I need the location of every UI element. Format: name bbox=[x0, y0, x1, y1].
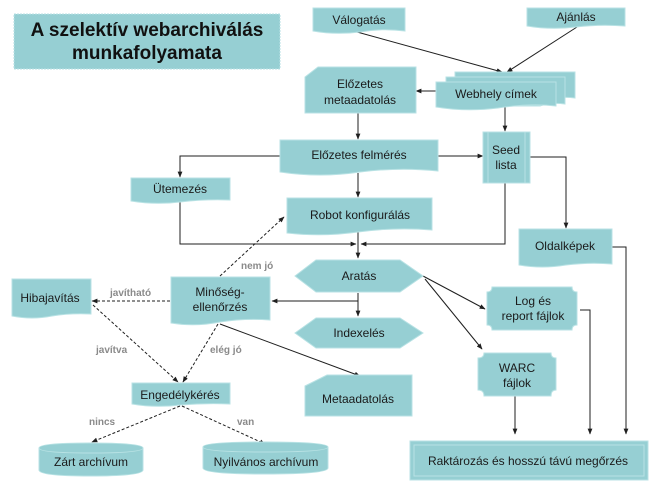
node-warc-label-1: WARC bbox=[499, 361, 536, 375]
node-ajanlas-label: Ajánlás bbox=[556, 10, 595, 24]
edge-minoseg-engedely-eleg-jo bbox=[182, 323, 219, 383]
node-zart-archivum-label: Zárt archívum bbox=[54, 455, 128, 469]
edge-log-raktarozas bbox=[580, 309, 593, 435]
title-box: A szelektív webarchiválás munkafolyamata bbox=[13, 13, 281, 70]
node-warc[interactable]: WARC fájlok bbox=[477, 352, 557, 397]
node-seed-lista-label-1: Seed bbox=[492, 143, 520, 157]
edge-aratas-minoseg bbox=[271, 293, 359, 304]
node-aratas[interactable]: Aratás bbox=[294, 259, 424, 293]
node-elozetes-metaadatolas[interactable]: Előzetes metaadatolás bbox=[304, 66, 417, 114]
edge-minoseg-robot-nem-jo bbox=[219, 216, 285, 277]
edge-aratas-warc bbox=[424, 278, 483, 350]
edge-engedely-nyilvanos bbox=[181, 405, 266, 445]
title-line-1: A szelektív webarchiválás bbox=[31, 20, 264, 41]
node-indexeles-label: Indexelés bbox=[333, 326, 384, 340]
node-log-label-1: Log és bbox=[515, 294, 551, 308]
node-elozetes-felmeres[interactable]: Előzetes felmérés bbox=[279, 139, 439, 176]
node-engedelykeres-label: Engedélykérés bbox=[140, 388, 219, 402]
node-robot-konfiguralas-label: Robot konfigurálás bbox=[310, 208, 410, 222]
node-metaadatolas-label: Metaadatolás bbox=[322, 392, 394, 406]
node-valogatas[interactable]: Válogatás bbox=[312, 7, 406, 34]
node-robot-konfiguralas[interactable]: Robot konfigurálás bbox=[286, 197, 433, 236]
node-utemezes[interactable]: Ütemezés bbox=[130, 177, 231, 204]
edge-utemezes-aratas bbox=[179, 202, 357, 247]
node-nyilvanos-archivum-label: Nyilvános archívum bbox=[214, 455, 319, 469]
edge-aratas-log bbox=[422, 275, 486, 310]
edge-hibajavitas-engedely bbox=[92, 304, 179, 383]
edge-label-nem-jo: nem jó bbox=[241, 261, 273, 272]
node-oldalkepek-label: Oldalképek bbox=[535, 239, 596, 253]
edge-minoseg-metaadatolas bbox=[219, 323, 361, 377]
node-aratas-label: Aratás bbox=[342, 269, 377, 283]
node-hibajavitas-label: Hibajavítás bbox=[20, 291, 79, 305]
edges bbox=[91, 26, 629, 445]
node-engedelykeres[interactable]: Engedélykérés bbox=[131, 382, 231, 407]
node-minoseg-ellenorzes[interactable]: Minőség- ellenőrzés bbox=[170, 276, 271, 326]
edge-seed-aratas bbox=[360, 183, 506, 247]
edge-valogatas-webhely bbox=[356, 31, 503, 73]
edge-ajanlas-webhely bbox=[506, 26, 578, 73]
edge-label-nincs: nincs bbox=[89, 417, 116, 428]
edge-label-javitva: javítva bbox=[95, 345, 128, 356]
node-minoseg-label-2: ellenőrzés bbox=[193, 300, 248, 314]
node-raktarozas-label: Raktározás és hosszú távú megőrzés bbox=[428, 454, 628, 468]
node-seed-lista-label-2: lista bbox=[495, 158, 517, 172]
node-zart-archivum[interactable]: Zárt archívum bbox=[38, 442, 144, 477]
node-raktarozas[interactable]: Raktározás és hosszú távú megőrzés bbox=[409, 440, 649, 481]
edge-label-javithato: javítható bbox=[109, 288, 151, 299]
node-log-report[interactable]: Log és report fájlok bbox=[486, 286, 578, 331]
edge-label-van: van bbox=[237, 417, 254, 428]
node-webhely-cimek-label: Webhely címek bbox=[455, 87, 538, 101]
node-metaadatolas[interactable]: Metaadatolás bbox=[304, 374, 413, 417]
node-warc-label-2: fájlok bbox=[503, 376, 532, 390]
node-indexeles[interactable]: Indexelés bbox=[294, 317, 424, 349]
node-utemezes-label: Ütemezés bbox=[153, 182, 207, 196]
edge-felmeres-utemezes bbox=[177, 155, 280, 178]
node-elozetes-metaadatolas-label-2: metaadatolás bbox=[324, 93, 396, 107]
node-elozetes-metaadatolas-label-1: Előzetes bbox=[337, 77, 383, 91]
title-line-2: munkafolyamata bbox=[72, 43, 222, 64]
edge-seed-oldalkepek bbox=[530, 156, 569, 229]
node-minoseg-label-1: Minőség- bbox=[195, 285, 244, 299]
edge-oldalkepek-raktarozas bbox=[612, 246, 629, 435]
node-seed-lista[interactable]: Seed lista bbox=[482, 131, 531, 184]
node-hibajavitas[interactable]: Hibajavítás bbox=[11, 278, 92, 319]
edge-engedely-zart bbox=[91, 405, 181, 443]
node-elozetes-felmeres-label: Előzetes felmérés bbox=[311, 148, 406, 162]
node-webhely-cimek[interactable]: Webhely címek bbox=[435, 71, 576, 111]
edge-label-eleg-jo: elég jó bbox=[210, 345, 242, 356]
node-oldalkepek[interactable]: Oldalképek bbox=[518, 228, 613, 268]
node-ajanlas[interactable]: Ajánlás bbox=[526, 7, 626, 29]
node-nyilvanos-archivum[interactable]: Nyilvános archívum bbox=[202, 441, 329, 475]
node-log-label-2: report fájlok bbox=[502, 309, 566, 323]
node-valogatas-label: Válogatás bbox=[332, 13, 385, 27]
